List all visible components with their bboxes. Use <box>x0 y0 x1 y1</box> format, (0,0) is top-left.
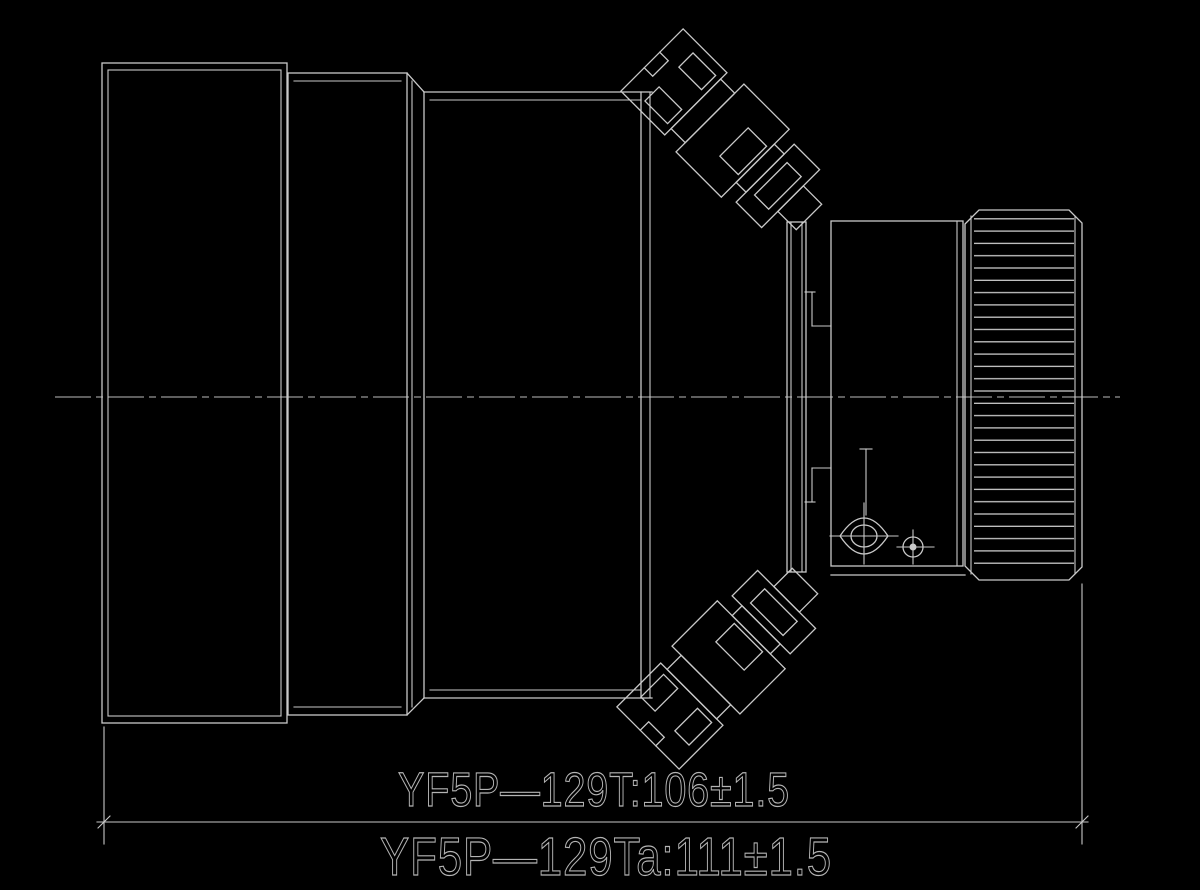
knurl-hatching <box>974 218 1074 574</box>
mounting-flange <box>786 221 807 573</box>
top-cable-clamp <box>617 25 844 252</box>
dimension-label-106: YF5P—129T:106±1.5 <box>398 764 790 817</box>
coupling-nut <box>964 209 1083 581</box>
connector-body-right <box>830 220 966 576</box>
jackscrew-detail <box>829 448 935 565</box>
dimension-tick-left <box>97 815 111 829</box>
dimension-tick-right <box>1075 815 1089 829</box>
body-section-1 <box>101 62 288 724</box>
dimension <box>96 583 1089 845</box>
body-section-3 <box>423 91 653 699</box>
cone-step-top <box>406 72 425 93</box>
coupling-nut-outline <box>964 209 1083 581</box>
bottom-cable-clamp <box>613 546 840 773</box>
dimension-labels: YF5P—129T:106±1.5 YF5P—129Ta:111±1.5 <box>379 763 832 887</box>
thread-relief-detail <box>804 291 832 503</box>
cone-step-bottom <box>406 697 425 716</box>
dimension-label-111: YF5P—129Ta:111±1.5 <box>380 827 832 887</box>
body-section-2 <box>287 72 425 716</box>
